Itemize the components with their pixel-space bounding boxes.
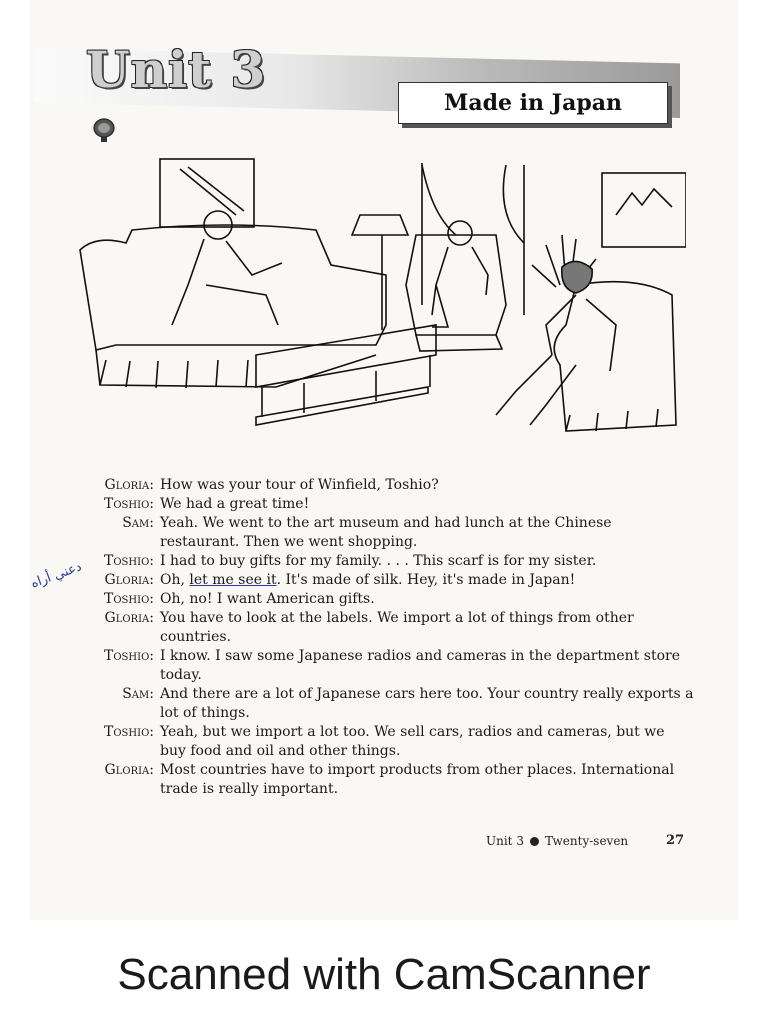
speech-text-after: . It's made of silk. Hey, it's made in J… <box>276 572 576 588</box>
audio-cassette-icon <box>92 118 116 144</box>
speech-text-before: Oh, <box>160 572 190 588</box>
speech-text: And there are a lot of Japanese cars her… <box>160 686 694 721</box>
dialogue-line: Sam: Yeah. We went to the art museum and… <box>44 514 694 552</box>
speaker-label: Gloria: <box>104 477 154 493</box>
speaker-label: Gloria: <box>104 610 154 626</box>
dialogue-line: Toshio: I had to buy gifts for my family… <box>44 552 694 571</box>
unit-subtitle: Made in Japan <box>444 90 622 116</box>
speaker-label: Toshio: <box>104 648 154 664</box>
subtitle-box: Made in Japan <box>398 82 668 124</box>
speech-text: Yeah. We went to the art museum and had … <box>160 515 612 550</box>
bullet-dot-icon <box>529 836 539 846</box>
footer-page-word: Twenty-seven <box>544 834 629 848</box>
dialogue-line: Gloria: Oh, let me see it. It's made of … <box>44 571 694 590</box>
speech-text: I had to buy gifts for my family. . . . … <box>160 553 597 569</box>
speaker-label: Toshio: <box>104 591 154 607</box>
living-room-illustration <box>76 155 687 440</box>
underlined-phrase: let me see it <box>189 572 277 588</box>
speaker-label: Toshio: <box>104 496 154 512</box>
speech-text: Oh, no! I want American gifts. <box>160 591 375 607</box>
speaker-label: Sam: <box>122 515 154 531</box>
dialogue-line: Gloria: Most countries have to import pr… <box>44 761 694 799</box>
dialogue-line: Toshio: Yeah, but we import a lot too. W… <box>44 723 694 761</box>
page-footer: Unit 3 Twenty-seven <box>486 834 628 848</box>
dialogue-line: Sam: And there are a lot of Japanese car… <box>44 685 694 723</box>
dialogue-line: Toshio: I know. I saw some Japanese radi… <box>44 647 694 685</box>
speaker-label: Gloria: <box>104 572 154 588</box>
page-number: 27 <box>666 833 685 848</box>
dialogue-line: Toshio: Oh, no! I want American gifts. <box>44 590 694 609</box>
speaker-label: Gloria: <box>104 762 154 778</box>
dialogue: Gloria: How was your tour of Winfield, T… <box>44 476 694 799</box>
speech-text: We had a great time! <box>160 496 310 512</box>
dialogue-line: Gloria: How was your tour of Winfield, T… <box>44 476 694 495</box>
speaker-label: Sam: <box>122 686 154 702</box>
speech-text: Oh, let me see it. It's made of silk. He… <box>160 571 694 590</box>
speech-text: You have to look at the labels. We impor… <box>160 610 634 645</box>
speaker-label: Toshio: <box>104 724 154 740</box>
speaker-label: Toshio: <box>104 553 154 569</box>
speech-text: Yeah, but we import a lot too. We sell c… <box>160 724 665 759</box>
speech-text: Most countries have to import products f… <box>160 762 675 797</box>
dialogue-line: Gloria: You have to look at the labels. … <box>44 609 694 647</box>
unit-title: Unit 3 <box>86 40 267 99</box>
scanned-page <box>30 0 738 920</box>
speech-text: How was your tour of Winfield, Toshio? <box>160 477 439 493</box>
speech-text: I know. I saw some Japanese radios and c… <box>160 648 680 683</box>
footer-unit-label: Unit 3 <box>486 834 524 848</box>
unit-banner: Unit 3 Made in Japan <box>34 38 680 130</box>
dialogue-line: Toshio: We had a great time! <box>44 495 694 514</box>
camscanner-watermark: Scanned with CamScanner <box>117 950 651 999</box>
